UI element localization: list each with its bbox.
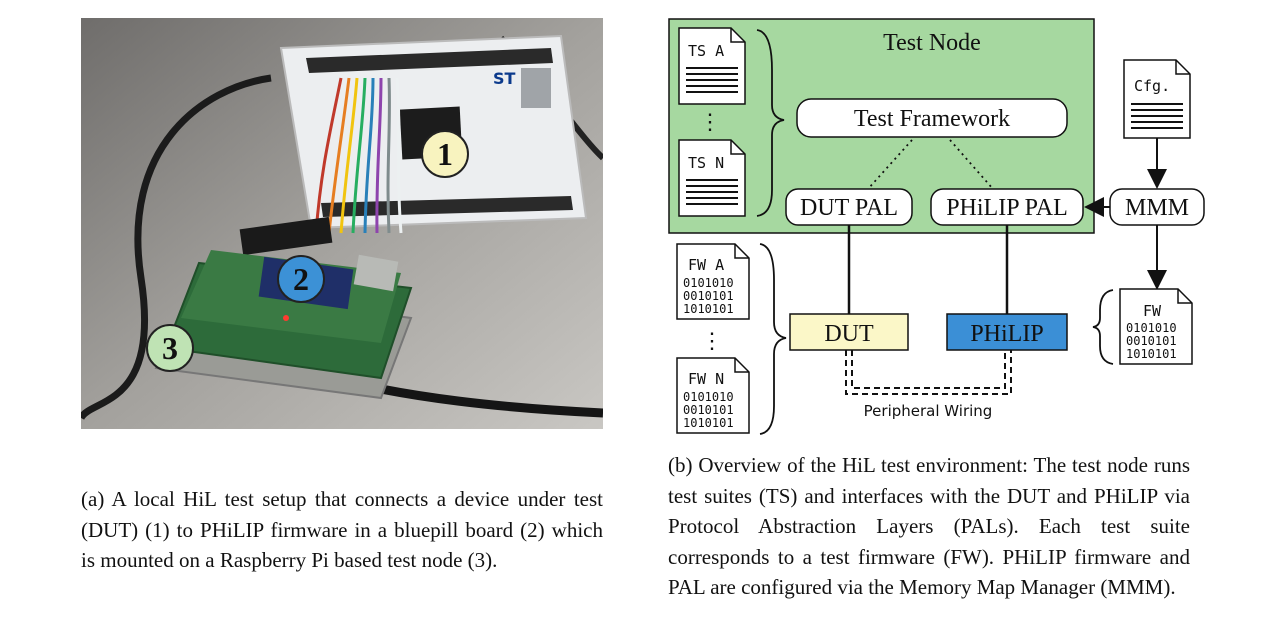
jumper-wires [314, 77, 403, 234]
photo-illustration: ST 1 2 [81, 18, 603, 429]
dut-label: DUT [824, 321, 874, 347]
fw-binary-line-2: 0010101 [1126, 334, 1177, 348]
fw-binary-line-3: 1010101 [1126, 347, 1177, 361]
ts-n-document: TS N [678, 139, 746, 217]
fw-label: FW [1143, 302, 1162, 320]
philip-pal-label: PHiLIP PAL [946, 195, 1068, 221]
cfg-document: Cfg. [1123, 59, 1191, 139]
marker-1-label: 1 [437, 136, 453, 172]
marker-3: 3 [146, 324, 194, 372]
fw-a-document: FW A 0101010 0010101 1010101 [676, 243, 750, 320]
test-node-title: Test Node [883, 30, 981, 56]
ts-a-label: TS A [688, 42, 724, 60]
fw-document: FW 0101010 0010101 1010101 [1119, 288, 1193, 365]
fw-a-binary-line-3: 1010101 [683, 302, 734, 316]
ribbon-connector [239, 216, 333, 256]
ts-brace [756, 29, 785, 217]
fw-n-binary-line-1: 0101010 [683, 390, 734, 404]
framework-dut-pal-link [867, 139, 913, 190]
peripheral-wiring [845, 350, 1012, 395]
test-framework-label: Test Framework [854, 106, 1010, 132]
framework-philip-pal-link [949, 139, 994, 190]
test-framework-box [796, 98, 1068, 138]
caption-a: (a) A local HiL test setup that connects… [81, 487, 603, 572]
ts-a-document: TS A [678, 27, 746, 105]
peripheral-wiring-label: Peripheral Wiring [864, 402, 993, 420]
hil-diagram: Test Node TS A ⋮ TS N Test Framework DUT… [668, 18, 1205, 435]
fw-a-label: FW A [688, 256, 724, 274]
dut-box [789, 313, 909, 351]
fw-n-binary-line-3: 1010101 [683, 416, 734, 430]
caption-b: (b) Overview of the HiL test environment… [668, 453, 1190, 599]
philip-box [946, 313, 1068, 351]
ts-n-label: TS N [688, 154, 724, 172]
fw-n-binary-line-2: 0010101 [683, 403, 734, 417]
fw-list-brace [759, 243, 787, 435]
dut-pal-label: DUT PAL [800, 195, 898, 221]
cfg-label: Cfg. [1134, 77, 1170, 95]
fw-n-label: FW N [688, 370, 724, 388]
marker-1: 1 [421, 130, 469, 178]
marker-2: 2 [277, 255, 325, 303]
fw-n-document: FW N 0101010 0010101 1010101 [676, 357, 750, 434]
fw-binary-line-1: 0101010 [1126, 321, 1177, 335]
st-logo: ST [493, 69, 516, 88]
hil-setup-photo: ST 1 2 [81, 18, 603, 429]
mmm-label: MMM [1125, 195, 1189, 221]
ts-ellipsis: ⋮ [699, 109, 721, 134]
usb-cable [81, 74, 272, 421]
marker-3-label: 3 [162, 330, 178, 366]
marker-2-label: 2 [293, 261, 309, 297]
fw-a-binary-line-2: 0010101 [683, 289, 734, 303]
fw-ellipsis: ⋮ [701, 328, 723, 353]
fw-a-binary-line-1: 0101010 [683, 276, 734, 290]
fw-brace [1092, 289, 1114, 365]
philip-label: PHiLIP [970, 321, 1043, 347]
